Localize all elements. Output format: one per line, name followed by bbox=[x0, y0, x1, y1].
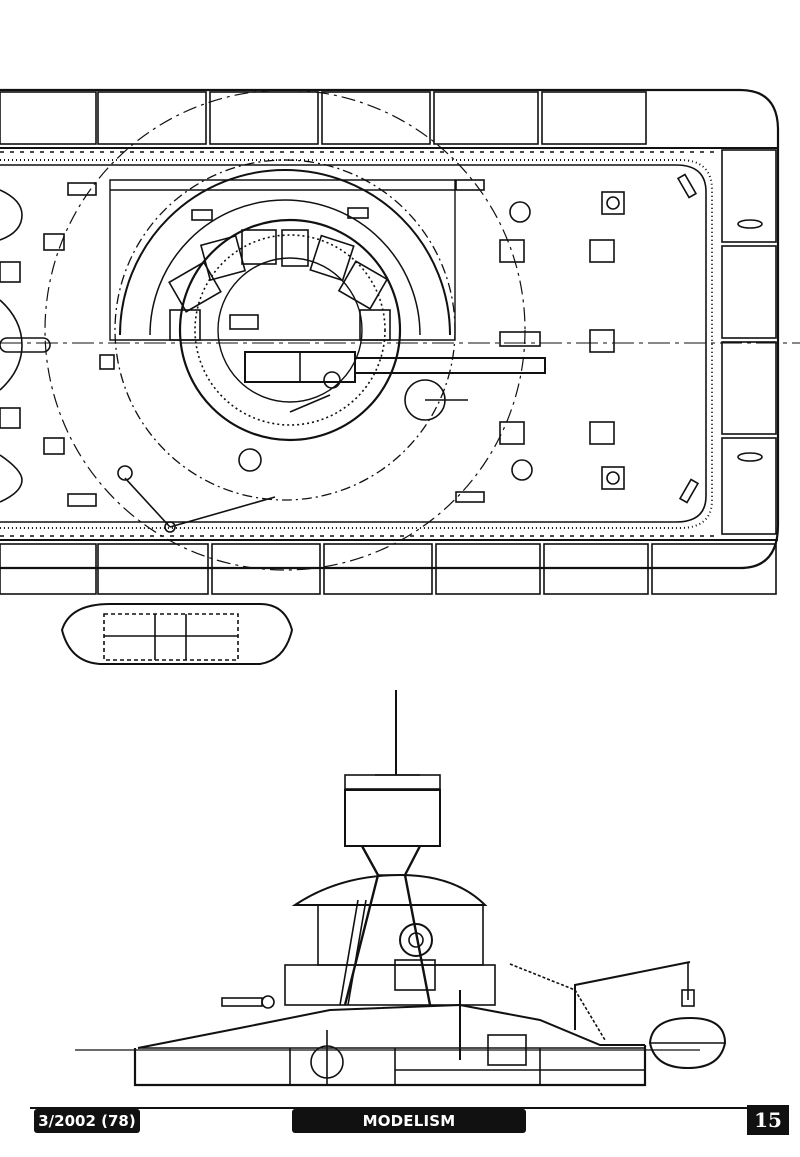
magazine-title: MODELISM INTERNAȚIONAL bbox=[292, 1109, 526, 1154]
deck-fittings bbox=[67, 173, 700, 533]
technical-drawing bbox=[0, 88, 800, 1087]
top-compartments bbox=[0, 91, 647, 145]
bottom-compartments bbox=[0, 543, 777, 595]
plan-view bbox=[0, 88, 800, 665]
gun-turret bbox=[44, 89, 546, 571]
footer-rule bbox=[30, 1107, 750, 1109]
issue-badge: 3/2002 (78) bbox=[34, 1109, 140, 1133]
boat bbox=[60, 603, 294, 665]
page-number: 15 bbox=[747, 1105, 789, 1135]
side-elevation-view bbox=[75, 690, 727, 1087]
side-compartments bbox=[721, 149, 777, 535]
left-fittings bbox=[0, 189, 65, 503]
